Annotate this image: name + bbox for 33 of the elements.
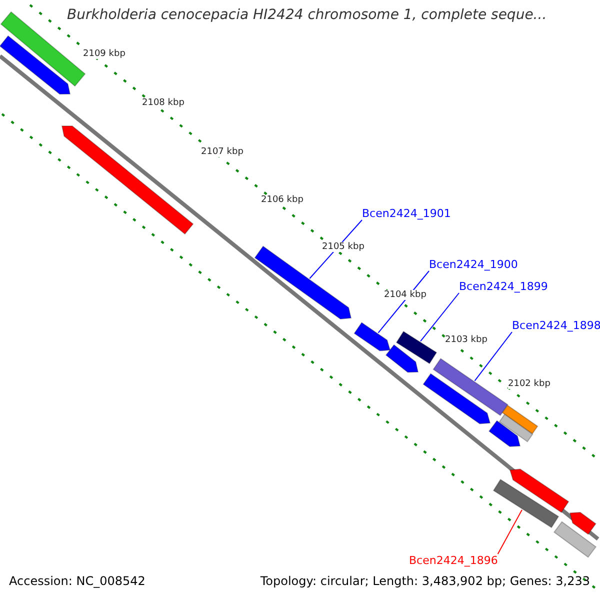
gene-bar xyxy=(509,468,570,514)
gene-bar xyxy=(385,344,419,373)
gene-bar xyxy=(432,358,508,416)
gene-bar xyxy=(569,512,596,535)
scale-label: 2106 kbp xyxy=(261,195,304,205)
gene-bar xyxy=(422,373,491,424)
chart-title: Burkholderia cenocepacia HI2424 chromosome 1, complete seque... xyxy=(67,7,547,23)
gene-label: Bcen2424_1898 xyxy=(512,319,600,332)
gene-bar xyxy=(492,478,560,528)
gene-label: Bcen2424_1900 xyxy=(429,258,518,271)
scale-label: 2103 kbp xyxy=(445,335,488,345)
leader-line xyxy=(497,509,522,554)
gene-bar xyxy=(553,521,597,558)
gene-label: Bcen2424_1899 xyxy=(459,280,548,293)
gene-bar xyxy=(502,404,538,434)
scale-label: 2105 kbp xyxy=(322,242,364,252)
gene-bar xyxy=(61,126,194,235)
leader-line xyxy=(474,332,512,382)
accession-label: Accession: NC_008542 xyxy=(9,574,146,588)
gene-bar xyxy=(498,414,534,442)
scale-label: 2102 kbp xyxy=(508,379,550,389)
scale-label: 2104 kbp xyxy=(384,290,426,300)
scale-label: 2108 kbp xyxy=(142,98,184,108)
genome-info-label: Topology: circular; Length: 3,483,902 bp; Genes: 3,233 xyxy=(260,574,590,588)
leader-line xyxy=(420,292,460,342)
scale-label: 2109 kbp xyxy=(83,49,126,59)
gene-label: Bcen2424_1896 xyxy=(409,554,498,567)
scale-label: 2107 kbp xyxy=(201,147,244,157)
gene-label: Bcen2424_1901 xyxy=(362,207,451,220)
gene-bar xyxy=(0,35,71,95)
gene-bar xyxy=(488,420,521,447)
gene-bar xyxy=(396,330,438,364)
gene-bar xyxy=(354,322,391,352)
